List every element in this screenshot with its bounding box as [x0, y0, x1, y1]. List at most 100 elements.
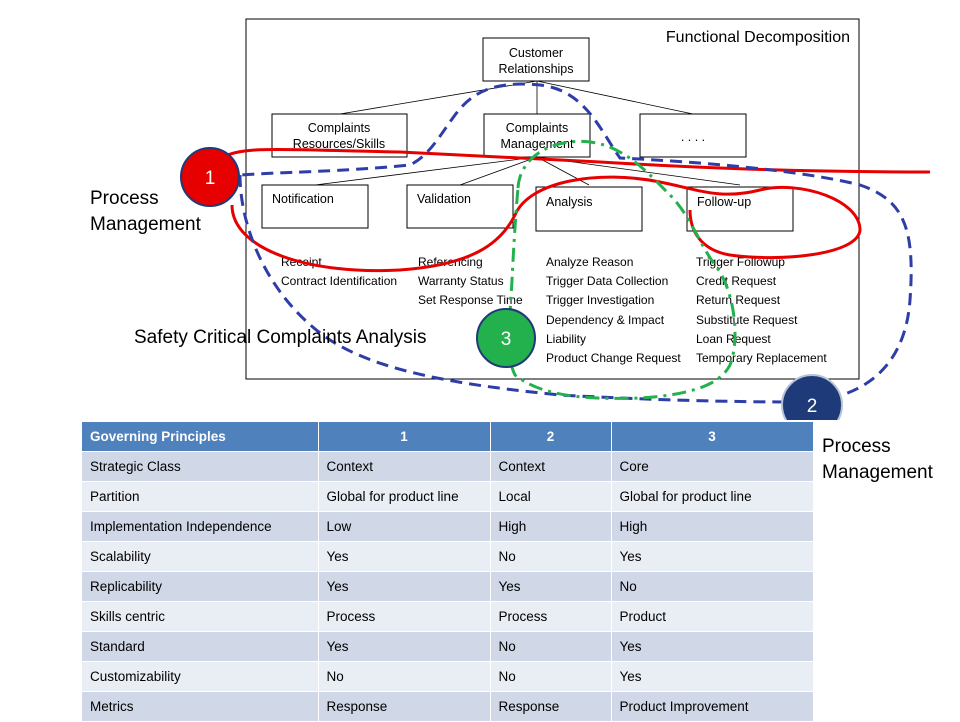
table-cell: Yes — [611, 661, 814, 692]
svg-text:Analysis: Analysis — [546, 195, 593, 209]
tasks-follow-up: Trigger Followup Credit Request Return R… — [696, 255, 827, 365]
table-cell: Partition — [82, 481, 319, 512]
label-line: Process — [822, 436, 891, 457]
svg-text:Set Response Time: Set Response Time — [418, 293, 523, 307]
table-cell: Customizability — [82, 661, 319, 692]
table-row: Scalability Yes No Yes — [82, 541, 814, 572]
table-cell: Context — [490, 451, 612, 482]
table-cell: Scalability — [82, 541, 319, 572]
table-cell: Global for product line — [611, 481, 814, 512]
header-cell: Governing Principles — [82, 422, 319, 452]
table-row: Partition Global for product line Local … — [82, 481, 814, 512]
svg-text:Warranty Status: Warranty Status — [418, 274, 504, 288]
table-cell: Strategic Class — [82, 451, 319, 482]
table-cell: Product — [611, 601, 814, 632]
table-cell: Process — [318, 601, 491, 632]
table-cell: Context — [318, 451, 491, 482]
table-cell: No — [490, 631, 612, 662]
scope-line-green-dashdot — [507, 139, 737, 400]
node-notification: Notification — [261, 184, 369, 229]
table-cell: Yes — [318, 541, 491, 572]
table-cell: No — [490, 661, 612, 692]
table-cell: Yes — [611, 631, 814, 662]
table-cell: Response — [318, 691, 491, 722]
svg-text:Complaints: Complaints — [308, 121, 371, 135]
tasks-analysis: Analyze Reason Trigger Data Collection T… — [546, 255, 681, 365]
node-ellipsis: . . . . — [639, 113, 747, 158]
svg-text:Product Change Request: Product Change Request — [546, 351, 681, 365]
table-cell: Skills centric — [82, 601, 319, 632]
table-cell: Local — [490, 481, 612, 512]
svg-text:1: 1 — [205, 168, 216, 189]
svg-text:Credit Request: Credit Request — [696, 274, 777, 288]
svg-text:Follow-up: Follow-up — [697, 195, 751, 209]
table-cell: Yes — [611, 541, 814, 572]
svg-text:Contract Identification: Contract Identification — [281, 274, 397, 288]
table-row: Implementation Independence Low High Hig… — [82, 511, 814, 542]
label-line: Process — [90, 188, 159, 209]
table-cell: Implementation Independence — [82, 511, 319, 542]
table-cell: Yes — [490, 571, 612, 602]
table-cell: Response — [490, 691, 612, 722]
header-cell: 2 — [490, 422, 612, 452]
table-cell: High — [490, 511, 612, 542]
table-cell: Process — [490, 601, 612, 632]
table-row: Strategic Class Context Context Core — [82, 451, 814, 482]
header-cell: 1 — [318, 422, 491, 452]
table-cell: Replicability — [82, 571, 319, 602]
svg-text:Relationships: Relationships — [498, 62, 573, 76]
table-cell: Metrics — [82, 691, 319, 722]
svg-text:Substitute Request: Substitute Request — [696, 313, 798, 327]
table-row: Replicability Yes Yes No — [82, 571, 814, 602]
governing-principles-table: Governing Principles 1 2 3 Strategic Cla… — [82, 422, 814, 722]
label-line: Management — [90, 214, 201, 235]
table-cell: Yes — [318, 631, 491, 662]
svg-text:Temporary Replacement: Temporary Replacement — [696, 351, 827, 365]
svg-text:2: 2 — [807, 396, 818, 417]
scope-line-red — [221, 147, 931, 273]
table-cell: Product Improvement — [611, 691, 814, 722]
process-management-label-1: Process Management — [90, 186, 201, 238]
header-cell: 3 — [611, 422, 814, 452]
table-cell: No — [611, 571, 814, 602]
node-analysis: Analysis — [535, 186, 643, 232]
table-cell: No — [318, 661, 491, 692]
frame-title: Functional Decomposition — [666, 29, 850, 46]
table-cell: No — [490, 541, 612, 572]
table-row: Customizability No No Yes — [82, 661, 814, 692]
table-header-row: Governing Principles 1 2 3 — [82, 422, 814, 452]
svg-text:Trigger Investigation: Trigger Investigation — [546, 293, 654, 307]
svg-text:Management: Management — [501, 137, 574, 151]
process-management-label-2: Process Management — [822, 434, 933, 486]
svg-text:Customer: Customer — [509, 46, 563, 60]
table-cell: Global for product line — [318, 481, 491, 512]
svg-text:Liability: Liability — [546, 332, 586, 346]
safety-critical-label: Safety Critical Complaints Analysis — [134, 327, 427, 348]
marker-3: 3 — [476, 308, 536, 368]
table-cell: Yes — [318, 571, 491, 602]
svg-text:Trigger Data Collection: Trigger Data Collection — [546, 274, 668, 288]
functional-decomposition-diagram: Functional Decomposition Customer Relati… — [180, 18, 931, 420]
table-cell: Low — [318, 511, 491, 542]
svg-text:Complaints: Complaints — [506, 121, 569, 135]
svg-text:Return Request: Return Request — [696, 293, 781, 307]
table-cell: High — [611, 511, 814, 542]
svg-text:Notification: Notification — [272, 192, 334, 206]
svg-text:Dependency & Impact: Dependency & Impact — [546, 313, 665, 327]
label-line: Management — [822, 462, 933, 483]
svg-text:Validation: Validation — [417, 192, 471, 206]
svg-text:3: 3 — [501, 329, 512, 350]
svg-text:Analyze Reason: Analyze Reason — [546, 255, 633, 269]
scope-line-blue-dashed — [238, 82, 913, 404]
node-complaints-management: Complaints Management — [483, 113, 591, 158]
table-row: Skills centric Process Process Product — [82, 601, 814, 632]
marker-1: 1 — [180, 147, 240, 207]
table-row: Metrics Response Response Product Improv… — [82, 691, 814, 722]
table-cell: Core — [611, 451, 814, 482]
marker-2: 2 — [781, 374, 843, 420]
node-validation: Validation — [406, 184, 514, 229]
table-row: Standard Yes No Yes — [82, 631, 814, 662]
table-cell: Standard — [82, 631, 319, 662]
node-customer-relationships: Customer Relationships — [482, 37, 590, 82]
svg-text:Resources/Skills: Resources/Skills — [293, 137, 385, 151]
